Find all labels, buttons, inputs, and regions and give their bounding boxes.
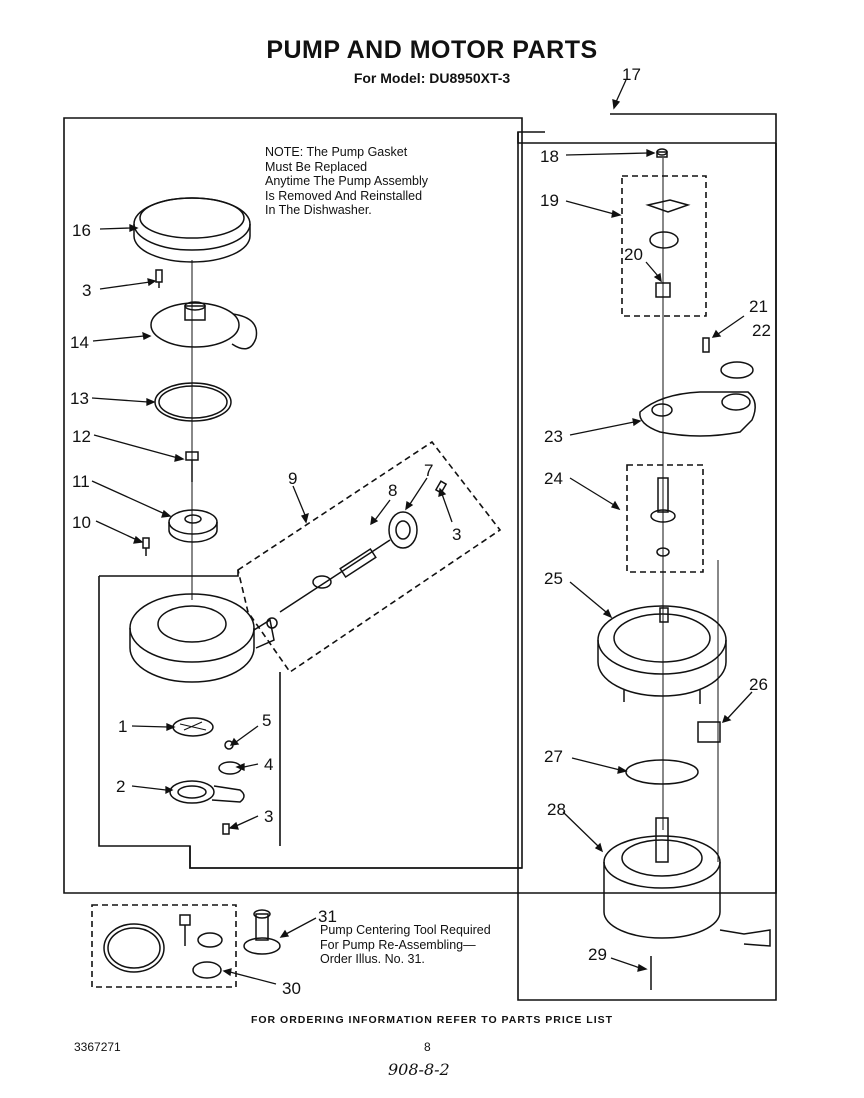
part-19-box <box>621 175 707 317</box>
callout-1: 1 <box>118 717 127 736</box>
callout-2: 2 <box>116 777 125 796</box>
callout-28: 28 <box>547 800 566 819</box>
motor-mount-drawing <box>597 605 727 704</box>
callout-25: 25 <box>544 569 563 588</box>
callout-30: 30 <box>282 979 301 998</box>
callout-8: 8 <box>388 481 397 500</box>
screw-drawing <box>155 269 163 288</box>
cap-drawing <box>388 511 418 549</box>
impeller-bolt-drawing <box>185 451 199 482</box>
callout-17: 17 <box>622 65 641 84</box>
screw-21-drawing <box>702 337 710 353</box>
screw-7-drawing <box>434 480 448 494</box>
callout-10: 10 <box>72 513 91 532</box>
callout-18: 18 <box>540 147 559 166</box>
pump-subassembly-outline <box>98 576 522 869</box>
centering-tool-note: Pump Centering Tool Required For Pump Re… <box>320 923 491 966</box>
callout-19: 19 <box>540 191 559 210</box>
filter-screen-drawing <box>172 717 214 737</box>
callout-7: 7 <box>424 461 433 480</box>
callout-29: 29 <box>588 945 607 964</box>
shaft-coupling-drawing <box>650 477 676 557</box>
part-24-box <box>626 464 704 573</box>
callout-20: 20 <box>624 245 643 264</box>
callout-3-top: 3 <box>82 281 91 300</box>
callout-31: 31 <box>318 907 337 926</box>
model-subtitle: For Model: DU8950XT-3 <box>353 70 511 86</box>
screw-10-drawing <box>142 537 150 556</box>
mounting-plate-drawing <box>639 391 756 437</box>
callout-22: 22 <box>752 321 771 340</box>
ordering-info-notice: FOR ORDERING INFORMATION REFER TO PARTS … <box>250 1014 614 1026</box>
callout-16: 16 <box>72 221 91 240</box>
gasket-kit-drawing <box>103 914 223 979</box>
callout-13: 13 <box>70 389 89 408</box>
o-ring-drawing <box>154 382 232 422</box>
callout-14: 14 <box>70 333 89 352</box>
motor-drawing <box>603 817 771 947</box>
pump-gasket-note: NOTE: The Pump Gasket Must Be Replaced A… <box>265 145 429 217</box>
pump-housing-drawing <box>129 593 275 683</box>
terminal-block-drawing <box>697 721 721 743</box>
callout-21: 21 <box>749 297 768 316</box>
disc-drawing <box>625 759 699 785</box>
sump-housing-drawing <box>169 780 245 804</box>
callout-23: 23 <box>544 427 563 446</box>
screw-3-bottom-drawing <box>222 823 230 835</box>
callout-27: 27 <box>544 747 563 766</box>
impeller-drawing <box>168 509 218 543</box>
callout-9: 9 <box>288 469 297 488</box>
document-number: 3367271 <box>74 1040 121 1054</box>
part-30-box <box>91 904 237 988</box>
motor-subassembly-outline <box>517 132 776 144</box>
assembly-outline <box>63 113 777 894</box>
callout-3-right: 3 <box>452 525 461 544</box>
callout-26: 26 <box>749 675 768 694</box>
pump-cover-drawing <box>150 301 258 350</box>
pump-gasket-drawing <box>133 197 251 263</box>
motor-cap-drawing <box>656 148 668 158</box>
handwritten-mark: 908-8-2 <box>388 1060 450 1079</box>
callout-24: 24 <box>544 469 563 488</box>
callout-12: 12 <box>72 427 91 446</box>
callout-4: 4 <box>264 755 273 774</box>
callout-3-bottom: 3 <box>264 807 273 826</box>
page-number: 8 <box>424 1040 431 1054</box>
seal-22-drawing <box>720 361 754 379</box>
centering-tool-drawing <box>243 909 281 955</box>
callout-5: 5 <box>262 711 271 730</box>
callout-11: 11 <box>72 472 90 491</box>
page-title: PUMP AND MOTOR PARTS <box>266 36 598 64</box>
check-valve-assembly-drawing <box>266 539 391 629</box>
part-9-box <box>237 440 502 674</box>
fan-assembly-drawing <box>645 199 691 298</box>
